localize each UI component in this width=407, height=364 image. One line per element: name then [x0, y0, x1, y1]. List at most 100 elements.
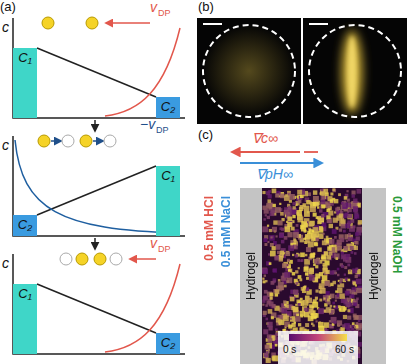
trace-dot	[304, 223, 308, 227]
panel-b	[197, 18, 407, 124]
trace-dot	[300, 328, 303, 331]
trace-dot	[273, 268, 277, 272]
trace-dot	[339, 323, 341, 325]
trace-dot	[346, 190, 348, 192]
trace-dot	[348, 237, 352, 241]
trace-dot	[295, 282, 298, 285]
scale-bar	[309, 23, 328, 25]
trace-dot	[328, 211, 333, 216]
trace-dot	[275, 207, 281, 213]
velocity-subscript: DP	[158, 245, 171, 255]
trace-dot	[347, 316, 351, 320]
trace-dot	[321, 205, 325, 209]
trace-dot	[330, 270, 334, 274]
trace-dot	[341, 202, 343, 204]
trace-dot	[300, 260, 302, 262]
trace-dot	[313, 263, 316, 266]
trace-dot	[342, 324, 345, 327]
trace-dot	[335, 257, 338, 260]
trace-dot	[298, 303, 301, 306]
gradient-label: ∇c∞	[252, 131, 278, 146]
trace-dot	[313, 232, 319, 238]
velocity-arrow	[106, 22, 150, 24]
trace-dot	[356, 236, 360, 240]
trace-dot	[305, 272, 308, 275]
trace-dot	[338, 193, 341, 196]
trace-dot	[345, 257, 351, 263]
trace-dot	[345, 291, 350, 296]
trace-dot	[353, 198, 357, 202]
trace-dot	[354, 246, 358, 250]
reservoir-bar: C₂	[156, 333, 180, 354]
trace-dot	[316, 216, 319, 219]
particle-trace	[262, 188, 363, 364]
trace-dot	[263, 238, 267, 242]
trace-dot	[322, 240, 327, 245]
trace-dot	[323, 265, 328, 270]
trace-dot	[309, 304, 313, 308]
trace-dot	[272, 227, 277, 232]
trace-dot	[283, 315, 289, 321]
velocity-arrow	[130, 258, 156, 260]
trace-dot	[357, 189, 362, 194]
trace-dot	[355, 325, 359, 329]
trace-dot	[284, 272, 290, 278]
material-label: Hydrogel	[368, 252, 380, 300]
trace-dot	[281, 308, 287, 314]
concentration-line	[37, 284, 156, 333]
trace-dot	[270, 293, 274, 297]
trace-dot	[347, 214, 352, 219]
trace-dot	[290, 318, 292, 320]
trace-dot	[334, 236, 337, 239]
trace-dot	[265, 214, 267, 216]
trace-dot	[347, 220, 351, 224]
trace-dot	[301, 259, 304, 262]
trace-dot	[286, 277, 292, 283]
velocity-curve	[105, 264, 180, 352]
reservoir-bar: C₁	[13, 284, 37, 354]
trace-dot	[348, 233, 351, 236]
trace-dot	[305, 254, 307, 256]
trace-dot	[275, 289, 280, 294]
trace-dot	[267, 241, 269, 243]
trace-dot	[267, 322, 273, 328]
trace-dot	[340, 327, 344, 331]
axes	[13, 18, 185, 118]
hydrogel-bar: Hydrogel	[362, 188, 386, 364]
trace-dot	[288, 269, 291, 272]
particle-ghost	[104, 135, 116, 147]
trace-dot	[353, 206, 358, 211]
trace-dot	[287, 222, 292, 227]
trace-dot	[355, 214, 359, 218]
trace-dot	[305, 323, 309, 327]
trace-dot	[284, 210, 289, 215]
trace-dot	[310, 253, 315, 258]
trace-dot	[327, 246, 331, 250]
trace-dot	[356, 279, 362, 285]
micrograph	[262, 188, 362, 364]
trace-dot	[348, 209, 351, 212]
gradient-arrow	[232, 151, 300, 153]
velocity-symbol: v	[150, 0, 157, 15]
trace-dot	[265, 243, 268, 246]
trace-dot	[335, 208, 339, 212]
trace-dot	[302, 289, 306, 293]
trace-dot	[339, 293, 345, 299]
trace-dot	[266, 318, 269, 321]
trace-dot	[337, 268, 340, 271]
trace-dot	[334, 211, 336, 213]
trace-dot	[315, 297, 318, 300]
trace-dot	[326, 236, 329, 239]
trace-dot	[354, 216, 357, 219]
trace-dot	[293, 238, 296, 241]
trace-dot	[351, 251, 354, 254]
trace-dot	[287, 217, 292, 222]
trace-dot	[314, 313, 319, 318]
trace-dot	[306, 247, 311, 252]
trace-dot	[280, 212, 284, 216]
trace-dot	[337, 274, 339, 276]
trace-dot	[340, 278, 343, 281]
trace-dot	[309, 201, 312, 204]
trace-dot	[269, 229, 272, 232]
